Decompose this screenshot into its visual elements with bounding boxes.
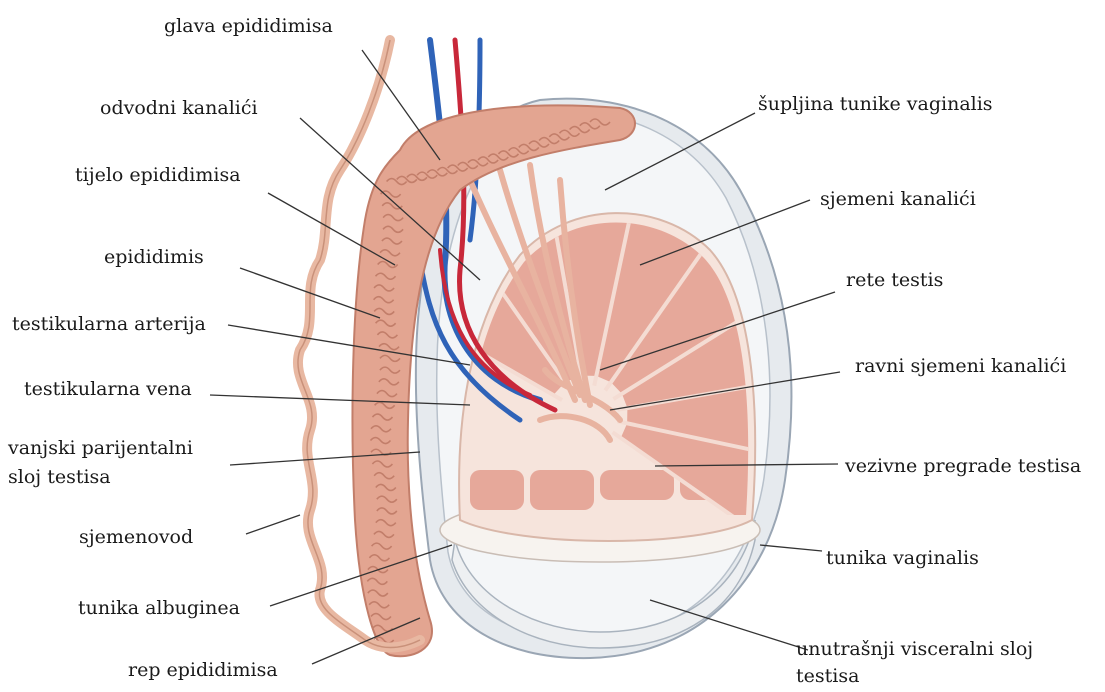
lobule — [470, 470, 524, 510]
label-ravni-sjemeni-kanalici: ravni sjemeni kanalići — [855, 354, 1066, 378]
label-tunika-vaginalis: tunika vaginalis — [826, 546, 979, 570]
lobule — [530, 470, 594, 510]
label-rep-epididimisa: rep epididimisa — [128, 658, 278, 682]
label-odvodni-kanalici: odvodni kanalići — [100, 96, 258, 120]
label-sjemenovod: sjemenovod — [79, 525, 193, 549]
label-tijelo-epididimisa: tijelo epididimisa — [75, 163, 241, 187]
label-vezivne-pregrade-testisa: vezivne pregrade testisa — [845, 454, 1081, 478]
label-supljina-tunike-vaginalis: šupljina tunike vaginalis — [758, 92, 993, 116]
label-testikularna-vena: testikularna vena — [24, 377, 192, 401]
label-testikularna-arterija: testikularna arterija — [12, 312, 206, 336]
label-unutrasnji-visceralni-2: testisa — [796, 664, 859, 688]
label-unutrasnji-visceralni-1: unutrašnji visceralni sloj — [796, 637, 1033, 661]
label-vanjski-parijentalni-1: vanjski parijentalni — [8, 436, 193, 460]
label-sjemeni-kanalici: sjemeni kanalići — [820, 187, 976, 211]
leader-line — [246, 515, 300, 534]
label-epididimis: epididimis — [104, 245, 204, 269]
label-tunika-albuginea: tunika albuginea — [78, 596, 240, 620]
label-rete-testis: rete testis — [846, 268, 943, 292]
label-glava-epididimisa: glava epididimisa — [164, 14, 333, 38]
lobule — [600, 470, 674, 500]
leader-line — [760, 545, 822, 551]
label-vanjski-parijentalni-2: sloj testisa — [8, 465, 111, 489]
